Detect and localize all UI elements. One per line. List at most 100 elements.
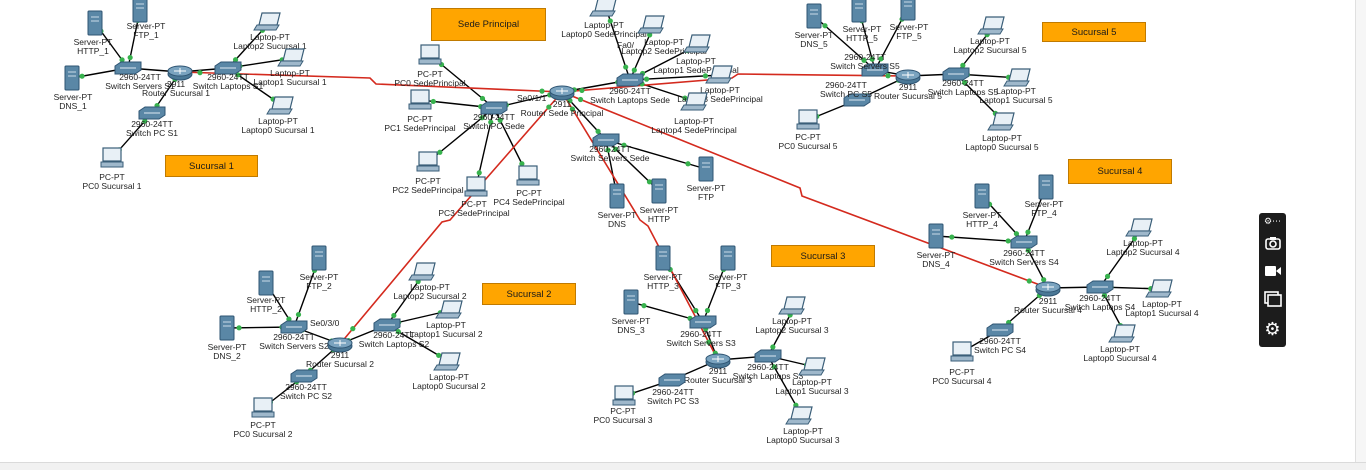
site-label-sucursal-3[interactable]: Sucursal 3 <box>771 245 875 267</box>
link-up-dot <box>579 87 585 93</box>
record-button[interactable] <box>1259 259 1286 283</box>
device-label: Switch Servers S3 <box>666 338 736 348</box>
video-icon <box>1264 266 1281 276</box>
right-scroll-region[interactable] <box>1355 0 1366 469</box>
device-label: 2960-24TT <box>589 144 631 154</box>
site-label-sucursal-2[interactable]: Sucursal 2 <box>482 283 576 305</box>
laptop-icon <box>253 12 281 31</box>
device-label: Server-PT <box>247 295 286 305</box>
pc-icon <box>612 385 636 406</box>
more-options-button[interactable]: ⚙⋯ <box>1259 215 1286 229</box>
device-label: Switch Servers S5 <box>830 61 900 71</box>
site-label-sede-principal[interactable]: Sede Principal <box>431 8 546 41</box>
snapshot-button[interactable] <box>1259 231 1286 255</box>
device-label: PC-PT <box>407 114 433 124</box>
windows-button[interactable] <box>1259 287 1286 311</box>
device-label: Router Sucursal 4 <box>1014 305 1082 315</box>
device-label: Router Sucursal 1 <box>142 88 210 98</box>
settings-button[interactable]: ⚙ <box>1259 317 1286 341</box>
device-label: PC2 SedePrincipal <box>392 185 463 195</box>
site-label-sucursal-4[interactable]: Sucursal 4 <box>1068 159 1172 184</box>
bottom-scroll-region[interactable] <box>0 462 1366 470</box>
site-label-sucursal-1[interactable]: Sucursal 1 <box>165 155 258 177</box>
site-label-sucursal-5[interactable]: Sucursal 5 <box>1042 22 1146 42</box>
link-up-dot <box>685 161 691 167</box>
device-label: DNS_5 <box>800 39 828 49</box>
